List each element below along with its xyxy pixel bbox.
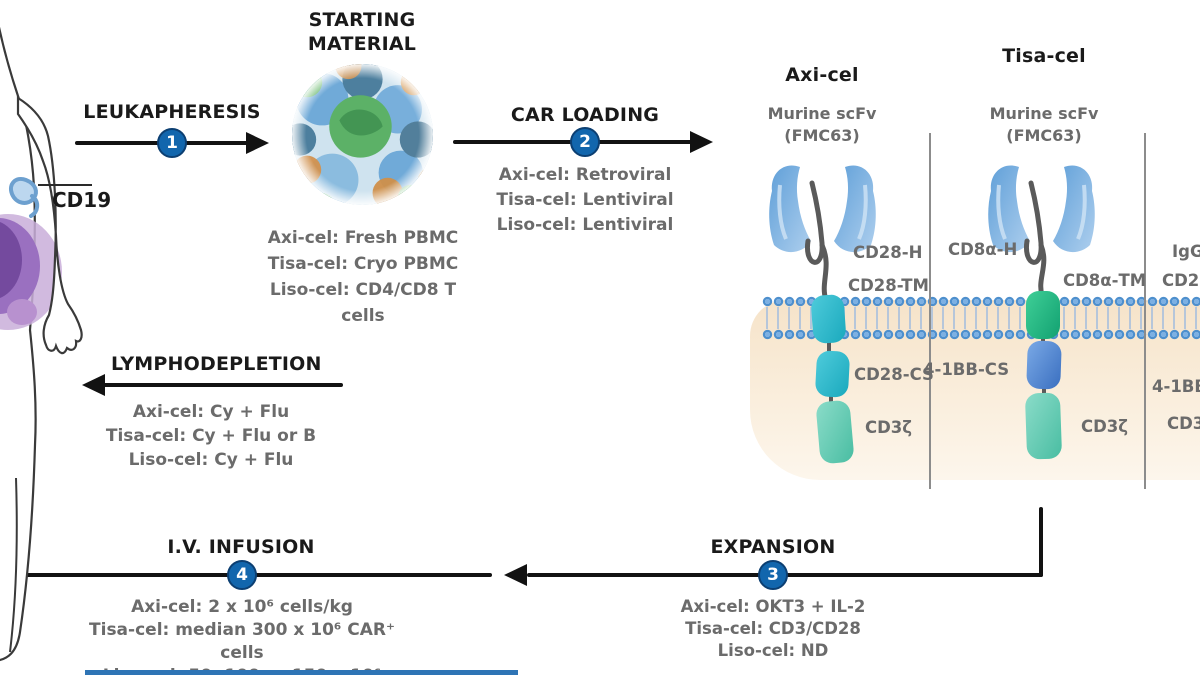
bottom-blue-bar (85, 670, 518, 675)
body-arm-outline (16, 96, 83, 355)
construct-divider-1 (929, 133, 931, 489)
cell-membrane (762, 296, 1200, 340)
axi-cs-domain (814, 350, 851, 398)
tisa-tm-label: CD8α-TM (1063, 271, 1147, 290)
expansion-title: EXPANSION (710, 536, 836, 558)
axi-connector-1 (827, 341, 831, 353)
axi-cd3z-label: CD3ζ (865, 418, 913, 437)
tisa-hinge-label: CD8α-H (948, 240, 1018, 259)
axi-cel-header: Axi-cel (785, 64, 859, 86)
iv-infusion-title: I.V. INFUSION (167, 536, 315, 558)
lymphodepletion-arrow-line (103, 383, 343, 387)
axi-cs-label: CD28-CS (854, 365, 934, 384)
cd19-receptor-icon (9, 177, 40, 218)
liso-hinge-label: IgG (1172, 242, 1200, 261)
axi-cd3z-domain (815, 399, 855, 465)
axi-tm-domain (810, 293, 847, 345)
patient-body-figure (0, 26, 83, 662)
step-4-badge: 4 (227, 560, 257, 590)
step-1-badge: 1 (157, 128, 187, 158)
construct-divider-2 (1144, 133, 1146, 489)
cd19-callout-line (38, 184, 92, 186)
tumor-blob (0, 214, 62, 330)
leukapheresis-arrowhead-icon (246, 132, 269, 154)
tisa-cs-domain (1026, 340, 1062, 390)
starting-material-cells-image (292, 64, 433, 205)
tisa-scfv-icon (988, 165, 1095, 298)
lymphodepletion-arrowhead-icon (82, 374, 105, 396)
tisa-connector-2 (1042, 387, 1046, 395)
tisa-cd3z-domain (1024, 392, 1063, 460)
expansion-arrowhead-icon (504, 564, 527, 586)
car-loading-arrowhead-icon (690, 131, 713, 153)
membrane-lipid-tails (762, 307, 1200, 329)
body-leg-line (9, 477, 18, 653)
tisa-scfv-label: Murine scFv (FMC63) (989, 104, 1099, 145)
tisa-tm-domain (1026, 291, 1060, 339)
leukapheresis-title: LEUKAPHERESIS (83, 101, 261, 123)
axi-connector-2 (829, 395, 833, 403)
axi-scfv-icon (769, 165, 876, 300)
tisa-cs-label: 4-1BB-CS (923, 360, 1010, 379)
car-loading-details: Axi-cel: Retroviral Tisa-cel: Lentiviral… (496, 165, 674, 235)
cd19-label: CD19 (52, 188, 112, 212)
axi-tm-label: CD28-TM (848, 276, 929, 295)
starting-material-title: STARTING MATERIAL (307, 9, 417, 55)
lymphodepletion-details: Axi-cel: Cy + Flu Tisa-cel: Cy + Flu or … (105, 402, 317, 470)
step-2-badge: 2 (570, 127, 600, 157)
starting-material-details: Axi-cel: Fresh PBMC Tisa-cel: Cryo PBMC … (267, 228, 459, 326)
membrane-inner-leaflet (762, 329, 1200, 340)
expansion-elbow-line (1039, 507, 1043, 577)
lymphodepletion-title: LYMPHODEPLETION (111, 353, 322, 375)
car-loading-title: CAR LOADING (510, 104, 660, 126)
expansion-details: Axi-cel: OKT3 + IL-2 Tisa-cel: CD3/CD28 … (680, 597, 866, 660)
axi-scfv-label: Murine scFv (FMC63) (767, 104, 877, 145)
liso-cd3z-label: CD3ζ (1167, 414, 1200, 433)
liso-cs-label: 4-1BB (1152, 377, 1200, 396)
membrane-outer-leaflet (762, 296, 1200, 307)
tisa-cel-header: Tisa-cel (1002, 45, 1086, 67)
axi-hinge-label: CD28-H (853, 243, 923, 262)
step-3-badge: 3 (758, 560, 788, 590)
tisa-cd3z-label: CD3ζ (1081, 417, 1129, 436)
liso-tm-label: CD28 (1162, 271, 1200, 290)
